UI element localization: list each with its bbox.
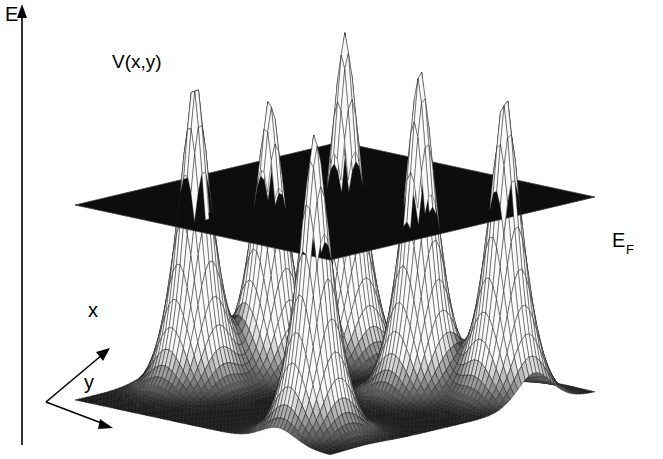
arrow-head [98, 419, 113, 429]
y-axis [46, 402, 104, 424]
arrow-head [17, 4, 27, 18]
axes [17, 4, 113, 445]
potential-surface [75, 33, 595, 455]
